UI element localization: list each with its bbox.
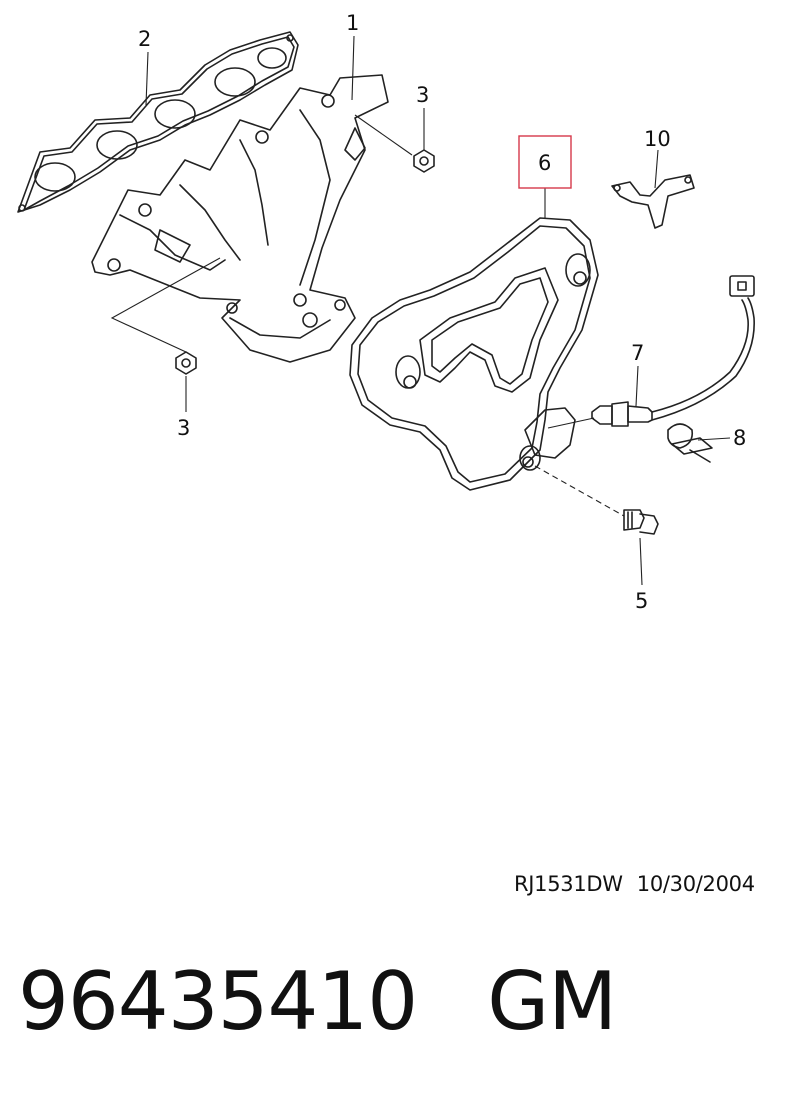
- nut-lower: [175, 351, 197, 375]
- nut-upper: [413, 149, 435, 173]
- callout-7: 7: [631, 341, 644, 365]
- heat-shield: [349, 217, 599, 491]
- diagram-reference: RJ1531DW 10/30/2004: [514, 872, 755, 896]
- bracket: [611, 174, 695, 229]
- manifold-gasket: [17, 31, 299, 213]
- bolt: [623, 509, 659, 535]
- callout-2: 2: [138, 27, 151, 51]
- reference-code: RJ1531DW: [514, 872, 623, 896]
- callout-5: 5: [635, 589, 648, 613]
- callout-1: 1: [346, 11, 359, 35]
- wire-clip: [667, 423, 713, 463]
- part-footer: 96435410 GM: [18, 955, 617, 1048]
- leader-lines: [110, 35, 731, 586]
- part-number: 96435410: [18, 955, 418, 1048]
- callout-3-lower: 3: [177, 416, 190, 440]
- brand-name: GM: [487, 955, 617, 1048]
- callout-8: 8: [733, 426, 746, 450]
- callout-6: 6: [538, 151, 551, 175]
- highlight-box: [518, 135, 572, 189]
- callout-3-upper: 3: [416, 83, 429, 107]
- exhaust-manifold: [91, 74, 389, 363]
- oxygen-sensor: [591, 275, 755, 427]
- reference-date: 10/30/2004: [636, 872, 755, 896]
- callout-10: 10: [644, 127, 671, 151]
